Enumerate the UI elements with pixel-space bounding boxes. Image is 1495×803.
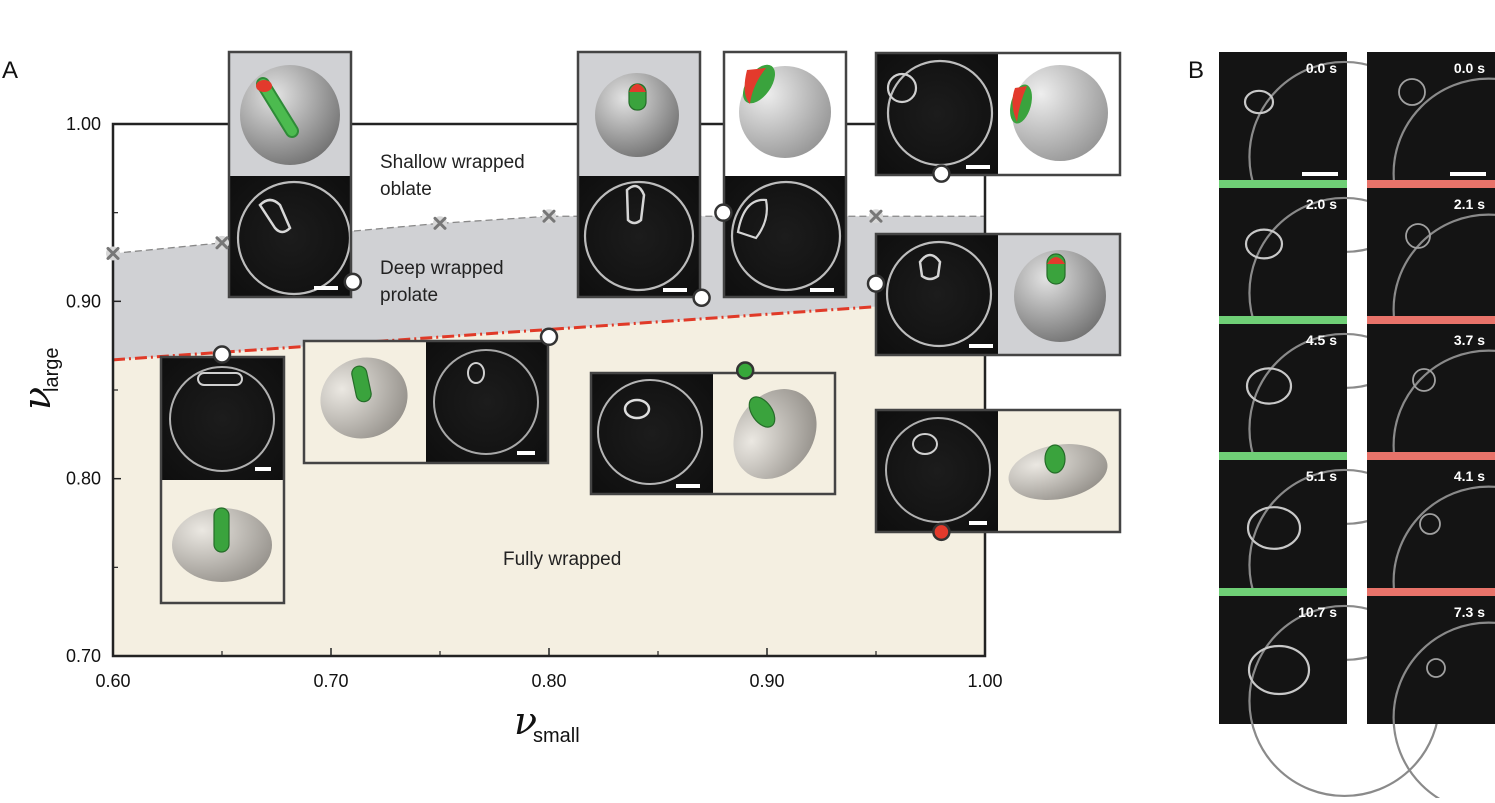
observation-marker bbox=[714, 203, 733, 222]
region-label-deep-2: prolate bbox=[380, 285, 438, 306]
timelapse-state-bar bbox=[1367, 588, 1495, 596]
region-labels: Shallow wrapped oblate Deep wrapped prol… bbox=[380, 152, 621, 570]
observation-marker bbox=[932, 164, 951, 183]
y-axis-label: ν large bbox=[15, 348, 63, 410]
inset-deep-side bbox=[874, 232, 1122, 357]
cross-marker bbox=[106, 246, 120, 261]
observation-marker bbox=[692, 288, 711, 308]
timelapse-time: 7.3 s bbox=[1454, 604, 1485, 620]
observation-markers bbox=[212, 164, 951, 542]
y-tick-label: 0.70 bbox=[66, 646, 101, 666]
x-tick-label: 0.90 bbox=[749, 671, 784, 691]
y-tick-label: 1.00 bbox=[66, 114, 101, 134]
observation-marker bbox=[539, 327, 559, 347]
y-ticks: 0.70 0.80 0.90 1.00 bbox=[66, 114, 121, 666]
timelapse-time: 0.0 s bbox=[1306, 60, 1337, 76]
timelapse-panel: 0.0 s 2.0 s 4.5 s 5.1 s 10.7 s 0.0 s 2.1 s 3.7 … bbox=[1219, 52, 1495, 803]
inset-fully-side bbox=[874, 408, 1122, 534]
timelapse-frame: 3.7 s bbox=[1367, 324, 1495, 542]
timelapse-frame: 2.1 s bbox=[1367, 188, 1495, 406]
inset-shallow-stubby bbox=[576, 50, 702, 299]
y-axis-symbol: ν bbox=[15, 387, 59, 410]
timelapse-time: 4.5 s bbox=[1306, 332, 1337, 348]
inset-fully-left bbox=[159, 355, 286, 605]
cross-marker bbox=[433, 216, 447, 231]
observation-marker bbox=[735, 361, 755, 380]
x-tick-label: 0.60 bbox=[95, 671, 130, 691]
timelapse-time: 10.7 s bbox=[1298, 604, 1337, 620]
x-ticks: 0.60 0.70 0.80 0.90 1.00 bbox=[95, 648, 1003, 691]
timelapse-state-bar bbox=[1367, 180, 1495, 188]
scale-bar bbox=[1302, 172, 1338, 176]
inset-shallow-tilted bbox=[722, 50, 848, 299]
inset-shallow-side bbox=[874, 51, 1122, 177]
timelapse-state-bar bbox=[1219, 180, 1347, 188]
y-tick-label: 0.90 bbox=[66, 291, 101, 311]
timelapse-state-bar bbox=[1367, 452, 1495, 460]
timelapse-state-bar bbox=[1219, 452, 1347, 460]
timelapse-frame: 7.3 s bbox=[1367, 596, 1495, 803]
inset-fully-mid bbox=[302, 339, 550, 465]
timelapse-frame: 0.0 s bbox=[1367, 52, 1495, 270]
y-axis-subscript: large bbox=[41, 348, 63, 392]
observation-marker bbox=[212, 345, 232, 364]
shallow-deep-boundary bbox=[112, 215, 985, 255]
timelapse-time: 0.0 s bbox=[1454, 60, 1485, 76]
cross-marker bbox=[542, 209, 556, 224]
timelapse-frame: 4.5 s bbox=[1219, 324, 1441, 526]
observation-marker bbox=[343, 272, 363, 292]
scale-bar bbox=[1450, 172, 1486, 176]
x-axis-label: ν small bbox=[514, 699, 580, 747]
observation-marker bbox=[932, 522, 951, 542]
panel-label-a: A bbox=[2, 57, 18, 84]
inset-fully-oblong bbox=[589, 371, 837, 496]
cross-markers bbox=[106, 209, 883, 261]
cross-marker bbox=[869, 209, 883, 224]
insets bbox=[159, 50, 1122, 605]
region-label-fully: Fully wrapped bbox=[503, 549, 621, 570]
timelapse-time: 2.0 s bbox=[1306, 196, 1337, 212]
timelapse-frame: 0.0 s bbox=[1219, 52, 1441, 254]
timelapse-time: 2.1 s bbox=[1454, 196, 1485, 212]
x-tick-label: 0.70 bbox=[313, 671, 348, 691]
region-label-deep-1: Deep wrapped bbox=[380, 258, 504, 279]
x-axis-subscript: small bbox=[533, 725, 580, 747]
observation-marker bbox=[866, 274, 886, 293]
timelapse-state-bar bbox=[1367, 316, 1495, 324]
inset-shallow-tall-rod bbox=[227, 50, 353, 299]
x-axis-symbol: ν bbox=[514, 699, 537, 743]
x-tick-label: 0.80 bbox=[531, 671, 566, 691]
y-tick-label: 0.80 bbox=[66, 469, 101, 489]
deep-fully-boundary bbox=[112, 297, 986, 362]
region-label-shallow-2: oblate bbox=[380, 179, 432, 200]
timelapse-frame: 10.7 s bbox=[1219, 596, 1441, 798]
timelapse-time: 5.1 s bbox=[1306, 468, 1337, 484]
timelapse-state-bar bbox=[1219, 316, 1347, 324]
region-label-shallow-1: Shallow wrapped bbox=[380, 152, 525, 173]
timelapse-frame: 4.1 s bbox=[1367, 460, 1495, 678]
panel-label-b: B bbox=[1188, 57, 1204, 84]
timelapse-time: 4.1 s bbox=[1454, 468, 1485, 484]
cross-marker bbox=[215, 235, 229, 250]
x-tick-label: 1.00 bbox=[967, 671, 1002, 691]
timelapse-state-bar bbox=[1219, 588, 1347, 596]
timelapse-time: 3.7 s bbox=[1454, 332, 1485, 348]
